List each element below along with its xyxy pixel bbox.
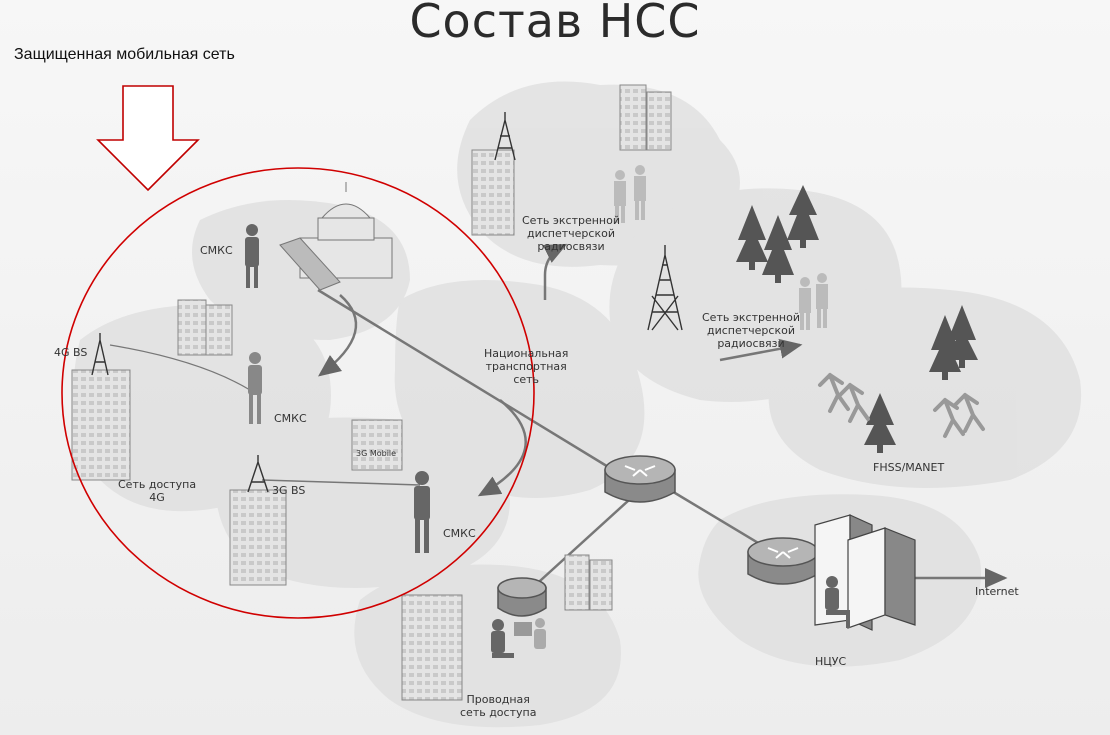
- link-transport-backbone: [317, 288, 611, 470]
- link-transport-emergency1: [542, 243, 568, 300]
- cloud-3g: [215, 417, 510, 588]
- tree-4: [929, 315, 961, 380]
- building-smks-2: [205, 304, 233, 356]
- wired-access-net-label: Проводная сеть доступа: [460, 693, 537, 719]
- tree-1: [736, 205, 768, 270]
- page-title: Состав НСС: [409, 0, 701, 48]
- people-emergency1: [614, 165, 646, 223]
- smks-mid-label: СМКС: [274, 412, 307, 425]
- ncus-label: НЦУС: [815, 655, 847, 668]
- secure-mobile-network-highlight: [61, 167, 535, 619]
- bs-3g-label: 3G BS: [272, 484, 306, 497]
- building-top-2: [646, 91, 672, 151]
- tree-6: [864, 393, 896, 453]
- ncus-servers: [814, 514, 916, 631]
- tree-2: [762, 215, 794, 283]
- tower-4g: [91, 333, 109, 376]
- building-wired-1: [401, 594, 463, 701]
- radio-towers: [91, 112, 683, 493]
- person-smks-mid: [248, 352, 262, 424]
- trees: [736, 185, 978, 453]
- link-to-smks-mid: [318, 294, 358, 377]
- down-arrow-icon: [96, 85, 200, 192]
- building-3g-mobile: [351, 419, 403, 471]
- smks-top-label: СМКС: [200, 244, 233, 257]
- cloud-fhss: [768, 287, 1082, 488]
- tree-5: [946, 305, 978, 368]
- operators-wired: [491, 618, 546, 658]
- buildings: [71, 84, 672, 701]
- access-4g-label: Сеть доступа 4G: [118, 478, 197, 504]
- person-smks-bottom: [414, 471, 430, 553]
- tower-emergency1: [494, 112, 516, 161]
- internet-label: Internet: [975, 585, 1019, 598]
- building-top-1: [619, 84, 647, 151]
- emergency-radio-net-1-label: Сеть экстренной диспетчерской радиосвязи: [522, 214, 620, 253]
- field-units: [818, 373, 985, 438]
- national-transport-net-label: Национальная транспортная сеть: [484, 347, 569, 386]
- router-core: [604, 455, 676, 503]
- network-links: [109, 243, 1008, 591]
- building-wired-3: [589, 559, 613, 611]
- operator-ncus: [825, 576, 850, 628]
- link-router-ncus: [669, 488, 771, 552]
- building-emergency: [471, 149, 515, 236]
- people-table: [279, 237, 341, 291]
- link-to-smks-bottom: [477, 399, 527, 497]
- building-3g-tower: [229, 489, 287, 586]
- smks-bottom-label: СМКС: [443, 527, 476, 540]
- link-router-wired: [529, 489, 641, 591]
- link-3g-mobile: [261, 479, 421, 486]
- building-smks-1: [177, 299, 207, 356]
- people: [245, 165, 850, 658]
- tower-3g: [247, 455, 269, 493]
- link-4g-bs: [109, 344, 251, 391]
- link-emergency2-fhss: [719, 338, 803, 362]
- mobile-3g-label: 3G Mobile: [356, 449, 397, 458]
- person-smks-top: [245, 224, 259, 288]
- building-4g-tower: [71, 369, 131, 481]
- router-wired: [497, 577, 547, 617]
- router-ncus: [747, 537, 819, 585]
- building-wired-2: [564, 554, 590, 611]
- emergency-radio-net-2-label: Сеть экстренной диспетчерской радиосвязи: [702, 311, 800, 350]
- secure-mobile-network-label: Защищенная мобильная сеть: [14, 46, 235, 63]
- routers: [497, 455, 819, 617]
- bs-4g-label: 4G BS: [54, 346, 88, 359]
- tree-3: [787, 185, 819, 248]
- tower-emergency2: [647, 245, 683, 331]
- fhss-manet-label: FHSS/MANET: [873, 461, 945, 474]
- people-emergency2: [799, 273, 828, 330]
